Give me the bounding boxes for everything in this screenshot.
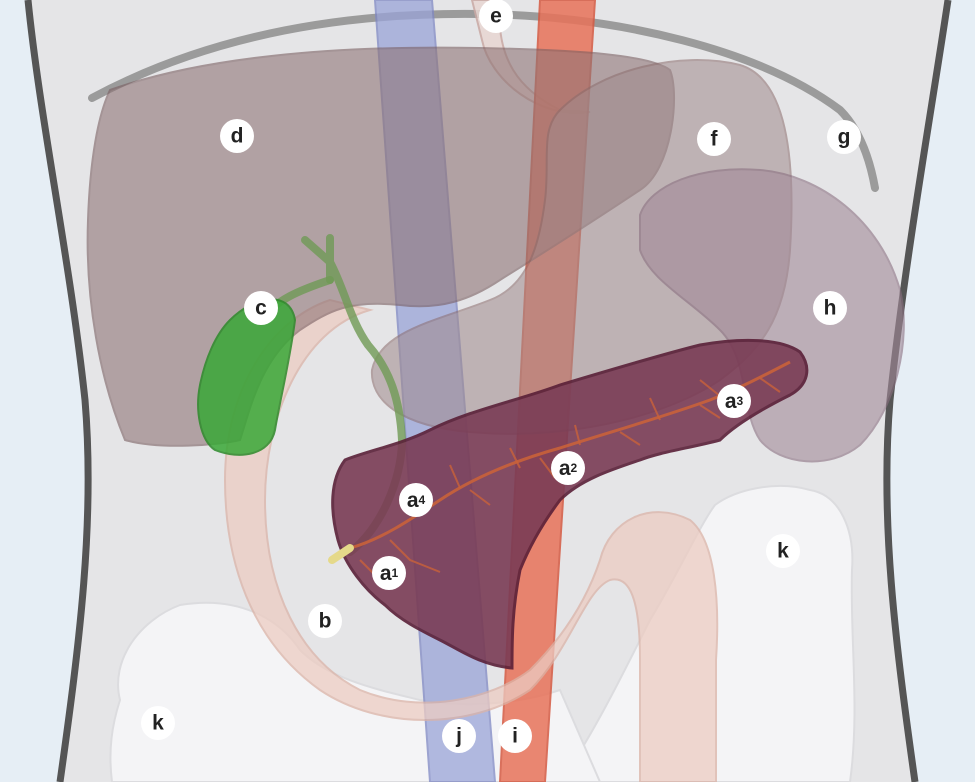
label-a2: a2 — [551, 451, 585, 485]
label-k-left: k — [141, 706, 175, 740]
svg-text:k: k — [152, 712, 164, 735]
label-a4: a4 — [399, 483, 433, 517]
label-d: d — [220, 119, 254, 153]
svg-text:c: c — [255, 297, 267, 320]
label-g: g — [827, 120, 861, 154]
label-h: h — [813, 291, 847, 325]
label-f: f — [697, 122, 731, 156]
label-c: c — [244, 291, 278, 325]
label-i: i — [498, 719, 532, 753]
label-j: j — [442, 719, 476, 753]
svg-text:b: b — [319, 610, 332, 633]
label-b: b — [308, 604, 342, 638]
svg-text:k: k — [777, 540, 789, 563]
label-a3: a3 — [717, 384, 751, 418]
label-a1: a1 — [372, 556, 406, 590]
svg-text:h: h — [824, 297, 837, 320]
svg-text:e: e — [490, 5, 502, 28]
svg-text:d: d — [231, 125, 244, 148]
svg-text:f: f — [711, 128, 719, 151]
svg-text:i: i — [512, 725, 518, 748]
svg-text:g: g — [838, 126, 851, 149]
label-e: e — [479, 0, 513, 33]
svg-text:j: j — [455, 725, 462, 748]
label-k-right: k — [766, 534, 800, 568]
